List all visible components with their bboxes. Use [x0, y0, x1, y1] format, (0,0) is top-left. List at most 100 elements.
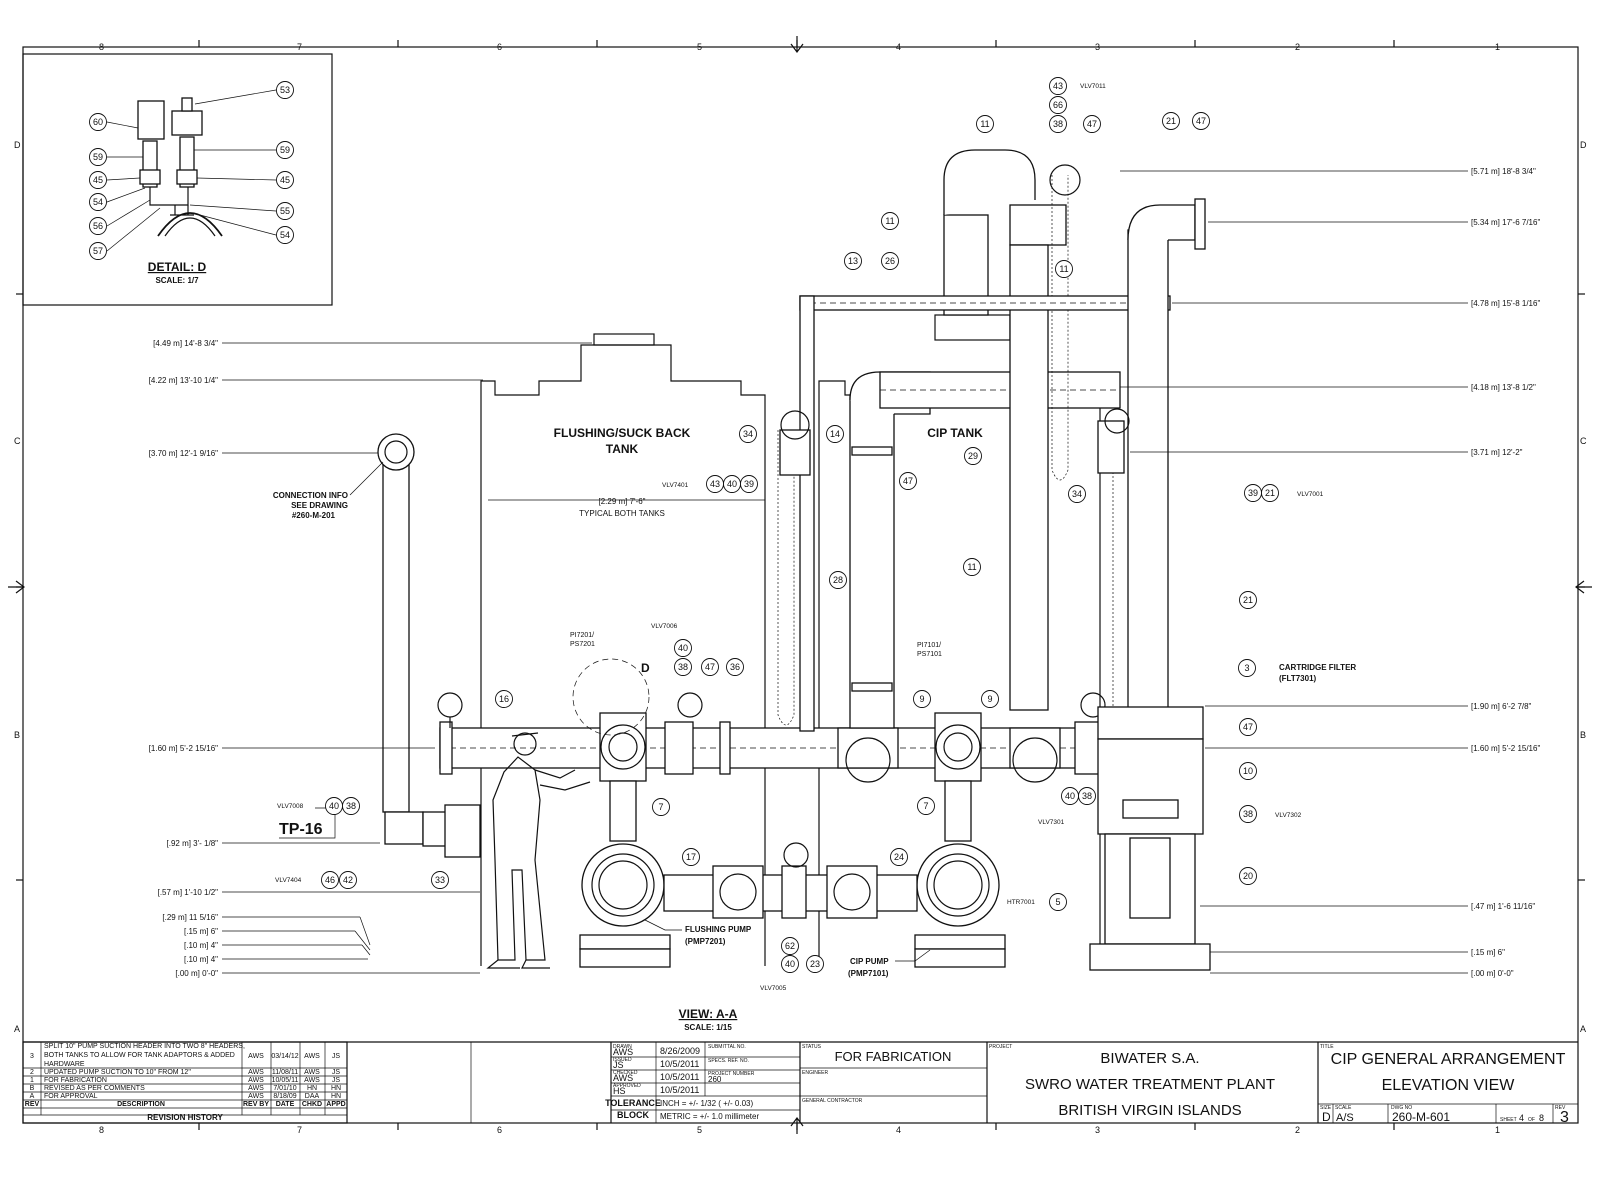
rev-chkd: HN: [307, 1085, 317, 1092]
rev-by: AWS: [248, 1053, 264, 1060]
rev-label: REV: [1555, 1105, 1566, 1111]
status-value: FOR FABRICATION: [835, 1049, 952, 1064]
callout-bubble: 40: [674, 639, 692, 657]
worker-figure: [486, 732, 591, 969]
callout-bubble: 46: [321, 871, 339, 889]
rev-by: AWS: [248, 1069, 264, 1076]
size-label: SIZE: [1320, 1105, 1332, 1111]
svg-text:46: 46: [325, 875, 335, 885]
svg-text:7: 7: [923, 801, 928, 811]
drawn-label: DRAWN: [613, 1044, 632, 1050]
svg-text:54: 54: [93, 197, 103, 207]
callout-bubble: 38: [1078, 787, 1096, 805]
zone-bottom-6: 6: [497, 1125, 502, 1135]
rev-header: REV BY: [243, 1101, 269, 1108]
callout-bubble: 38: [674, 658, 692, 676]
zone-top-3: 3: [1095, 42, 1100, 52]
elevation-label: [.47 m] 1'-6 11/16": [1471, 902, 1535, 911]
valve-tag: VLV7005: [760, 985, 787, 992]
status-label: STATUS: [802, 1044, 822, 1050]
svg-text:59: 59: [280, 145, 290, 155]
project-location: BRITISH VIRGIN ISLANDS: [1058, 1102, 1241, 1119]
svg-text:40: 40: [329, 801, 339, 811]
of-label: OF: [1528, 1117, 1535, 1123]
zone-bottom-8: 8: [99, 1125, 104, 1135]
svg-text:28: 28: [833, 575, 843, 585]
zone-left-d: D: [14, 140, 21, 150]
svg-text:29: 29: [968, 451, 978, 461]
scale-value: A/S: [1336, 1112, 1354, 1124]
detail-d-panel: DETAIL: D SCALE: 1/7: [22, 53, 333, 306]
cip-pump-label: CIP PUMP: [850, 957, 889, 966]
svg-text:14: 14: [830, 429, 840, 439]
callout-bubble: 40: [781, 955, 799, 973]
callout-bubble: 43: [706, 475, 724, 493]
rev-number: A: [30, 1093, 35, 1100]
elevation-label: [.00 m] 0'-0": [1471, 969, 1514, 978]
rev-appd: JS: [332, 1069, 341, 1076]
callout-bubble: 34: [739, 425, 757, 443]
specs-label: SPECS. REF. NO.: [708, 1058, 749, 1064]
valve-tag: VLV7011: [1080, 83, 1106, 90]
callout-bubble: 59: [276, 141, 294, 159]
callout-bubble: 26: [881, 252, 899, 270]
callout-bubble: 43: [1049, 77, 1067, 95]
svg-text:33: 33: [435, 875, 445, 885]
dwg-label: DWG NO: [1391, 1105, 1412, 1111]
svg-text:56: 56: [93, 221, 103, 231]
approved-label: APPROVED: [613, 1083, 641, 1089]
callout-bubble: 11: [881, 212, 899, 230]
tolerance-metric: METRIC = +/- 1.0 millimeter: [660, 1112, 759, 1121]
svg-text:34: 34: [743, 429, 753, 439]
drawn-value: AWS: [613, 1047, 633, 1057]
svg-text:62: 62: [785, 941, 795, 951]
svg-text:53: 53: [280, 85, 290, 95]
elevation-label: [3.70 m] 12'-1 9/16": [149, 449, 218, 458]
callout-bubble: 47: [1239, 718, 1257, 736]
approved-value: HS: [613, 1086, 626, 1096]
zone-bottom-1: 1: [1495, 1125, 1500, 1135]
svg-text:38: 38: [1082, 791, 1092, 801]
callout-bubble: 66: [1049, 96, 1067, 114]
left-elevations: [4.49 m] 14'-8 3/4" [4.22 m] 13'-10 1/4"…: [149, 339, 218, 978]
svg-text:5: 5: [1055, 897, 1060, 907]
project-number-label: PROJECT NUMBER: [708, 1071, 755, 1077]
valve-tag: VLV7404: [275, 877, 302, 884]
zone-bottom-4: 4: [896, 1125, 901, 1135]
elevation-label: [4.78 m] 15'-8 1/16": [1471, 299, 1540, 308]
pi7201-tag: PI7201/: [570, 632, 594, 639]
zone-left-c: C: [14, 436, 21, 446]
zone-bottom-2: 2: [1295, 1125, 1300, 1135]
callout-bubble: 28: [829, 571, 847, 589]
callout-bubble: 9: [981, 690, 999, 708]
callout-bubble: 56: [89, 217, 107, 235]
tolerance-inch: INCH = +/- 1/32 ( +/- 0.03): [660, 1099, 753, 1108]
cip-pump-tag: (PMP7101): [848, 969, 889, 978]
svg-text:59: 59: [93, 152, 103, 162]
callout-bubble: 57: [89, 242, 107, 260]
rev-appd: HN: [331, 1093, 341, 1100]
svg-text:11: 11: [1059, 264, 1068, 274]
svg-text:40: 40: [678, 643, 688, 653]
svg-text:38: 38: [678, 662, 688, 672]
svg-text:36: 36: [730, 662, 740, 672]
callout-bubble: 54: [89, 193, 107, 211]
detail-title: DETAIL: D: [148, 260, 207, 274]
callout-bubble: 29: [964, 447, 982, 465]
rev-description: FOR APPROVAL: [44, 1093, 98, 1100]
project-label: PROJECT: [989, 1044, 1012, 1050]
svg-text:10: 10: [1243, 766, 1253, 776]
tank-width-dim: [2.29 m] 7'-6": [598, 497, 645, 506]
rev-appd: JS: [332, 1053, 341, 1060]
drawing-notes: CONNECTION INFO SEE DRAWING #260-M-201 T…: [273, 461, 1356, 978]
rev-date: 10/05/11: [272, 1077, 299, 1084]
detail-scale: SCALE: 1/7: [155, 276, 199, 285]
checked-date: 10/5/2011: [660, 1072, 699, 1082]
engineer-label: ENGINEER: [802, 1070, 829, 1076]
svg-text:11: 11: [980, 119, 989, 129]
connection-note: CONNECTION INFO: [273, 491, 348, 500]
rev-date: 7/01/10: [273, 1085, 296, 1092]
flushing-pump-label: FLUSHING PUMP: [685, 925, 752, 934]
flushing-pump-tag: (PMP7201): [685, 937, 726, 946]
